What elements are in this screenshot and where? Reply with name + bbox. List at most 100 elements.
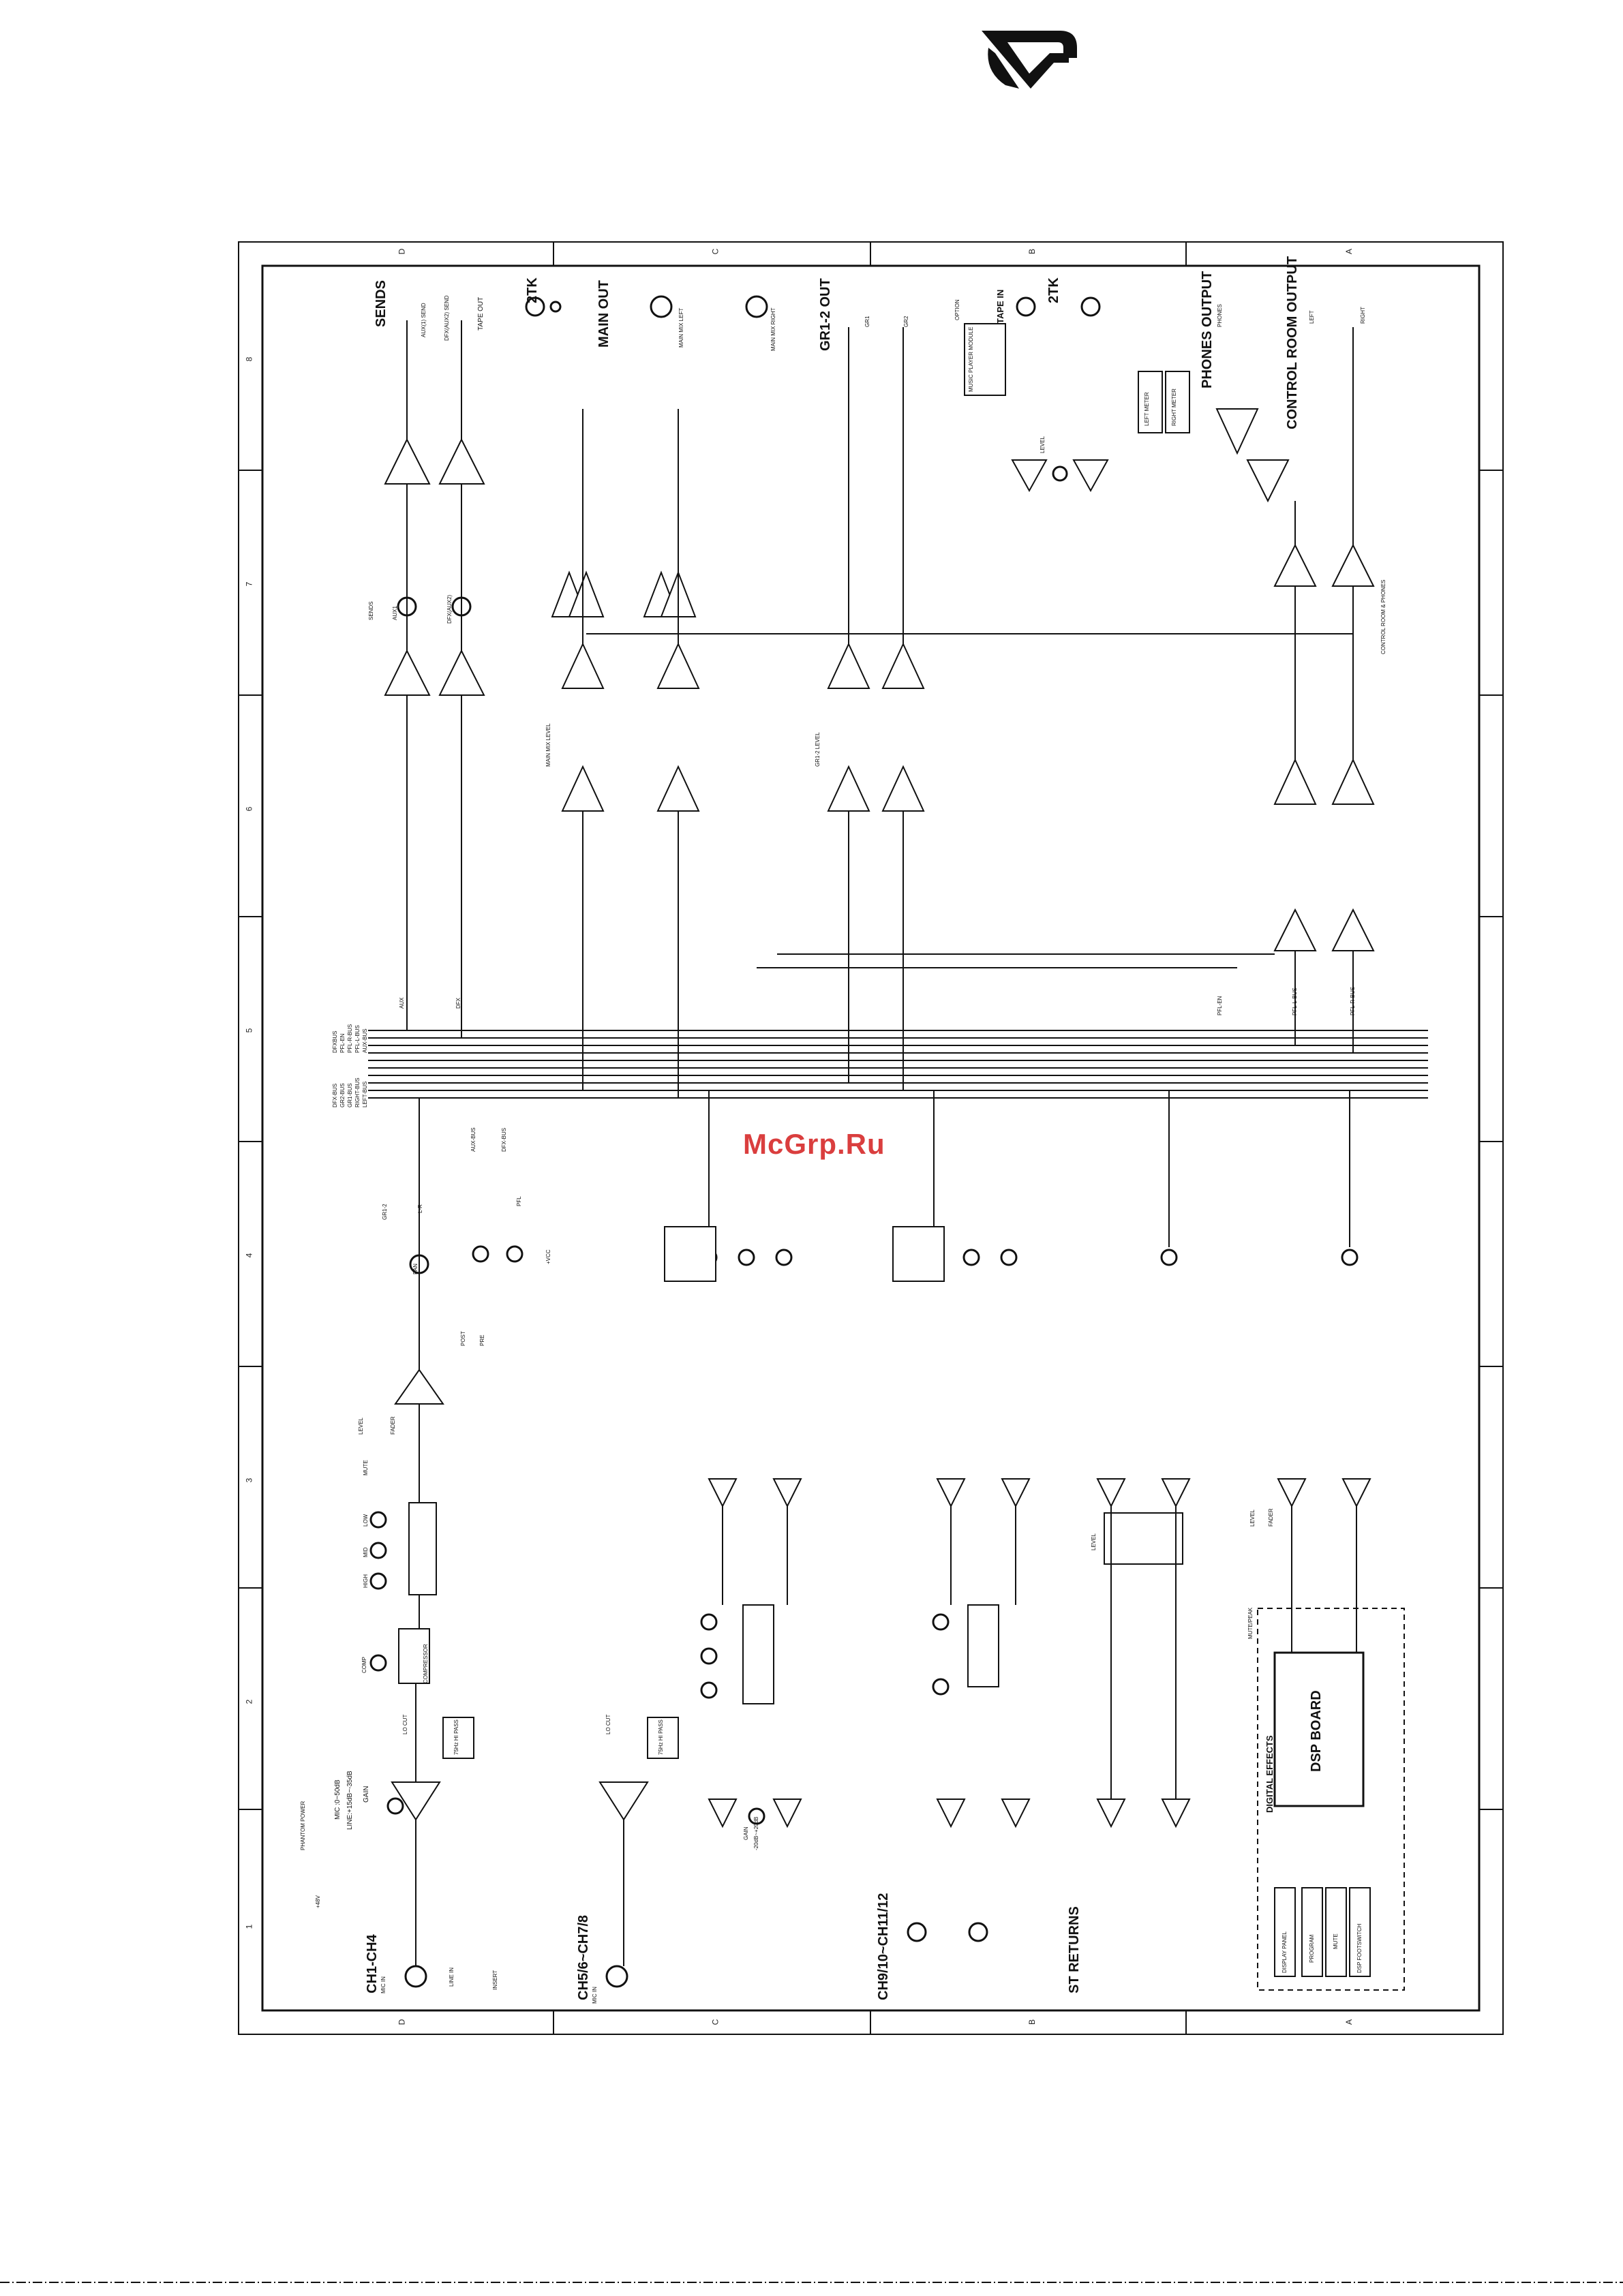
bus-label-3: PFL-L-BUS <box>354 1025 361 1053</box>
grid-letter-b-top: B <box>1027 248 1037 255</box>
label-high-1: HIGH <box>363 1574 369 1588</box>
grid-letter-d-top: D <box>397 248 407 255</box>
label-control-room-phones: CONTROL ROOM & PHONES <box>1380 579 1386 655</box>
page-bottom-rule <box>0 2282 1623 2283</box>
label-sends-knob: SENDS <box>368 601 374 620</box>
grid-letter-c-top: C <box>710 248 721 255</box>
label-level-1: LEVEL <box>358 1418 364 1435</box>
eq-block-2 <box>742 1604 774 1704</box>
label-dfx-bus-1: DFX-BUS <box>501 1127 507 1152</box>
wiring <box>406 320 1357 1966</box>
section-sends: SENDS <box>374 280 389 327</box>
grid-num-3: 3 <box>244 1478 254 1483</box>
pan-box-3 <box>892 1226 945 1282</box>
label-tape-level: LEVEL <box>1040 436 1046 453</box>
channel-amps <box>391 1368 1371 1828</box>
label-music-player: MUSIC PLAYER MODULE <box>968 326 974 392</box>
label-48v: +48V <box>315 1895 321 1908</box>
label-mute-peak: MUTE/PEAK <box>1247 1607 1254 1639</box>
label-hi-pass-2: 75Hz HI PASS <box>658 1719 664 1755</box>
bus-label-6: GR2-BUS <box>339 1083 346 1107</box>
label-pfl-en: PFL-EN <box>1217 996 1223 1015</box>
music-player-box <box>964 323 1006 396</box>
section-main-out: MAIN OUT <box>596 280 611 348</box>
grid-num-2: 2 <box>244 1699 254 1704</box>
display-panel-box <box>1274 1887 1296 1977</box>
grid-num-5: 5 <box>244 1028 254 1033</box>
label-pfl-1: PFL <box>516 1196 522 1206</box>
hi-pass-box-2 <box>647 1717 679 1759</box>
blocks <box>398 323 1405 1991</box>
label-lo-cut-1: LO CUT <box>402 1714 408 1734</box>
eq-block-1 <box>408 1502 437 1595</box>
label-aux1-send: AUX(1) SEND <box>421 303 427 337</box>
section-ch56-ch78: CH5/6~CH7/8 <box>576 1914 591 2000</box>
bus-label-7: GR1-BUS <box>347 1083 353 1107</box>
label-mic-in-1: MIC IN <box>380 1976 386 1993</box>
dsp-footswitch-box <box>1349 1887 1371 1977</box>
section-control-room-output: CONTROL ROOM OUTPUT <box>1285 256 1300 429</box>
label-post-1: POST <box>460 1331 466 1346</box>
watermark-text: McGrp.Ru <box>743 1128 885 1160</box>
bus-label-9: LEFT-BUS <box>362 1081 368 1107</box>
label-mid-1: MID <box>363 1547 369 1557</box>
label-dfx-send: DFX(AUX2) SEND <box>444 295 450 341</box>
grid-num-8: 8 <box>244 356 254 362</box>
grid-num-6: 6 <box>244 806 254 812</box>
label-right-meter: RIGHT METER <box>1171 388 1177 426</box>
label-comp: COMP <box>361 1657 367 1673</box>
left-meter-box <box>1138 371 1163 433</box>
label-low-1: LOW <box>363 1514 369 1527</box>
label-left: LEFT <box>1309 310 1315 324</box>
label-gain-1: GAIN <box>363 1786 370 1803</box>
output-amps <box>384 408 1375 951</box>
bus-label-1: PFL-EN <box>339 1033 346 1053</box>
grid-letter-d-bottom: D <box>397 2019 407 2025</box>
label-dsp-footswitch: DSP FOOTSWITCH <box>1356 1923 1363 1973</box>
connectors <box>404 295 1101 1988</box>
grid-letter-c-bottom: C <box>710 2019 721 2025</box>
program-box <box>1301 1887 1323 1977</box>
label-level-fx: LEVEL <box>1249 1510 1256 1527</box>
label-gr1: GR1 <box>864 316 870 327</box>
label-dfx-out: DFX <box>455 998 461 1009</box>
dsp-board-box <box>1273 1651 1365 1807</box>
label-right: RIGHT <box>1360 307 1366 324</box>
label-aux1: AUX1 <box>392 606 398 620</box>
mute-fx-box <box>1325 1887 1347 1977</box>
label-mute-fx: MUTE <box>1333 1933 1339 1949</box>
label-aux-out: AUX <box>399 997 405 1009</box>
label-gr12-level: GR1-2 LEVEL <box>815 732 821 767</box>
label-phones: PHONES <box>1217 304 1223 327</box>
grid-letter-b-bottom: B <box>1027 2019 1037 2025</box>
label-program: PROGRAM <box>1309 1934 1315 1963</box>
label-left-meter: LEFT METER <box>1144 392 1150 426</box>
label-compressor: COMPRESSOR <box>423 1644 429 1683</box>
label-option: OPTION <box>954 299 960 320</box>
section-2tk: 2TK <box>525 277 540 303</box>
grid-num-7: 7 <box>244 581 254 587</box>
label-line-in-1: LINE IN <box>449 1967 455 1987</box>
section-ch910-ch1112: CH9/10~CH11/12 <box>876 1893 891 2000</box>
label-mic-range: MIC :0~50dB <box>334 1779 342 1820</box>
label-pan-1: PAN <box>412 1264 419 1274</box>
pan-box-2 <box>664 1226 716 1282</box>
bus-lines <box>368 1030 1428 1099</box>
label-tape-out: TAPE OUT <box>477 296 485 331</box>
row-ticks <box>239 470 1503 1810</box>
bus-label-2: PFL-R-BUS <box>347 1024 353 1053</box>
bus-label-0: DFXBUS <box>332 1030 338 1053</box>
label-fader-fx: FADER <box>1268 1508 1274 1527</box>
compressor-box <box>398 1628 430 1684</box>
label-insert: INSERT <box>492 1970 498 1990</box>
eq-block-3 <box>967 1604 999 1687</box>
label-line-range: LINE:+15dB~-35dB <box>346 1771 354 1830</box>
label-fader-1: FADER <box>390 1416 396 1435</box>
section-gr12-out: GR1-2 OUT <box>818 278 833 351</box>
label-mute-1: MUTE <box>363 1460 369 1475</box>
section-phones-output: PHONES OUTPUT <box>1200 271 1215 388</box>
label-pfl-r-bus: PFL-R-BUS <box>1350 986 1356 1015</box>
label-lr-switch: L-R <box>417 1204 423 1213</box>
label-main-mix-level: MAIN MIX LEVEL <box>545 723 551 767</box>
